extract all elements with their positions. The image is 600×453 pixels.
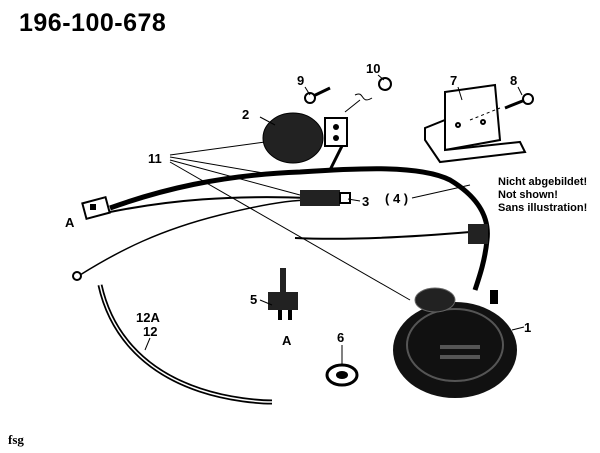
note-line-fr: Sans illustration! [498, 202, 587, 214]
label-12: 12 [143, 324, 157, 339]
note-line-en: Not shown! [498, 189, 558, 201]
label-8: 8 [510, 73, 517, 88]
label-10: 10 [366, 61, 380, 76]
note-line-de: Nicht abgebildet! [498, 176, 587, 188]
label-a-switch: A [282, 333, 292, 348]
grommet [468, 224, 488, 244]
label-6: 6 [337, 330, 344, 345]
label-1: 1 [524, 320, 531, 335]
footer-mark: fsg [8, 432, 24, 447]
label-2: 2 [242, 107, 249, 122]
label-4: ( 4 ) [385, 191, 408, 206]
connector-a [81, 195, 111, 221]
bracket-part-7 [424, 83, 527, 164]
screw-part-9 [304, 86, 331, 104]
switch-part-5 [268, 268, 298, 320]
label-a-connector: A [65, 215, 75, 230]
leader-lines-11 [169, 141, 411, 301]
horn-part-1 [393, 287, 517, 398]
label-3: 3 [362, 194, 369, 209]
label-12a: 12A [136, 310, 160, 325]
relay-part-3 [300, 190, 351, 206]
coil-part-2 [262, 112, 348, 164]
part-number-title: 196-100-678 [19, 9, 167, 37]
screw-part-8 [469, 93, 534, 121]
label-5: 5 [250, 292, 257, 307]
label-11: 11 [148, 151, 162, 166]
label-7: 7 [450, 73, 457, 88]
wiring-harness [79, 139, 490, 291]
label-9: 9 [297, 73, 304, 88]
nut-part-10 [344, 77, 392, 113]
grommet-part-6 [325, 363, 359, 387]
ring-terminal [72, 271, 82, 281]
